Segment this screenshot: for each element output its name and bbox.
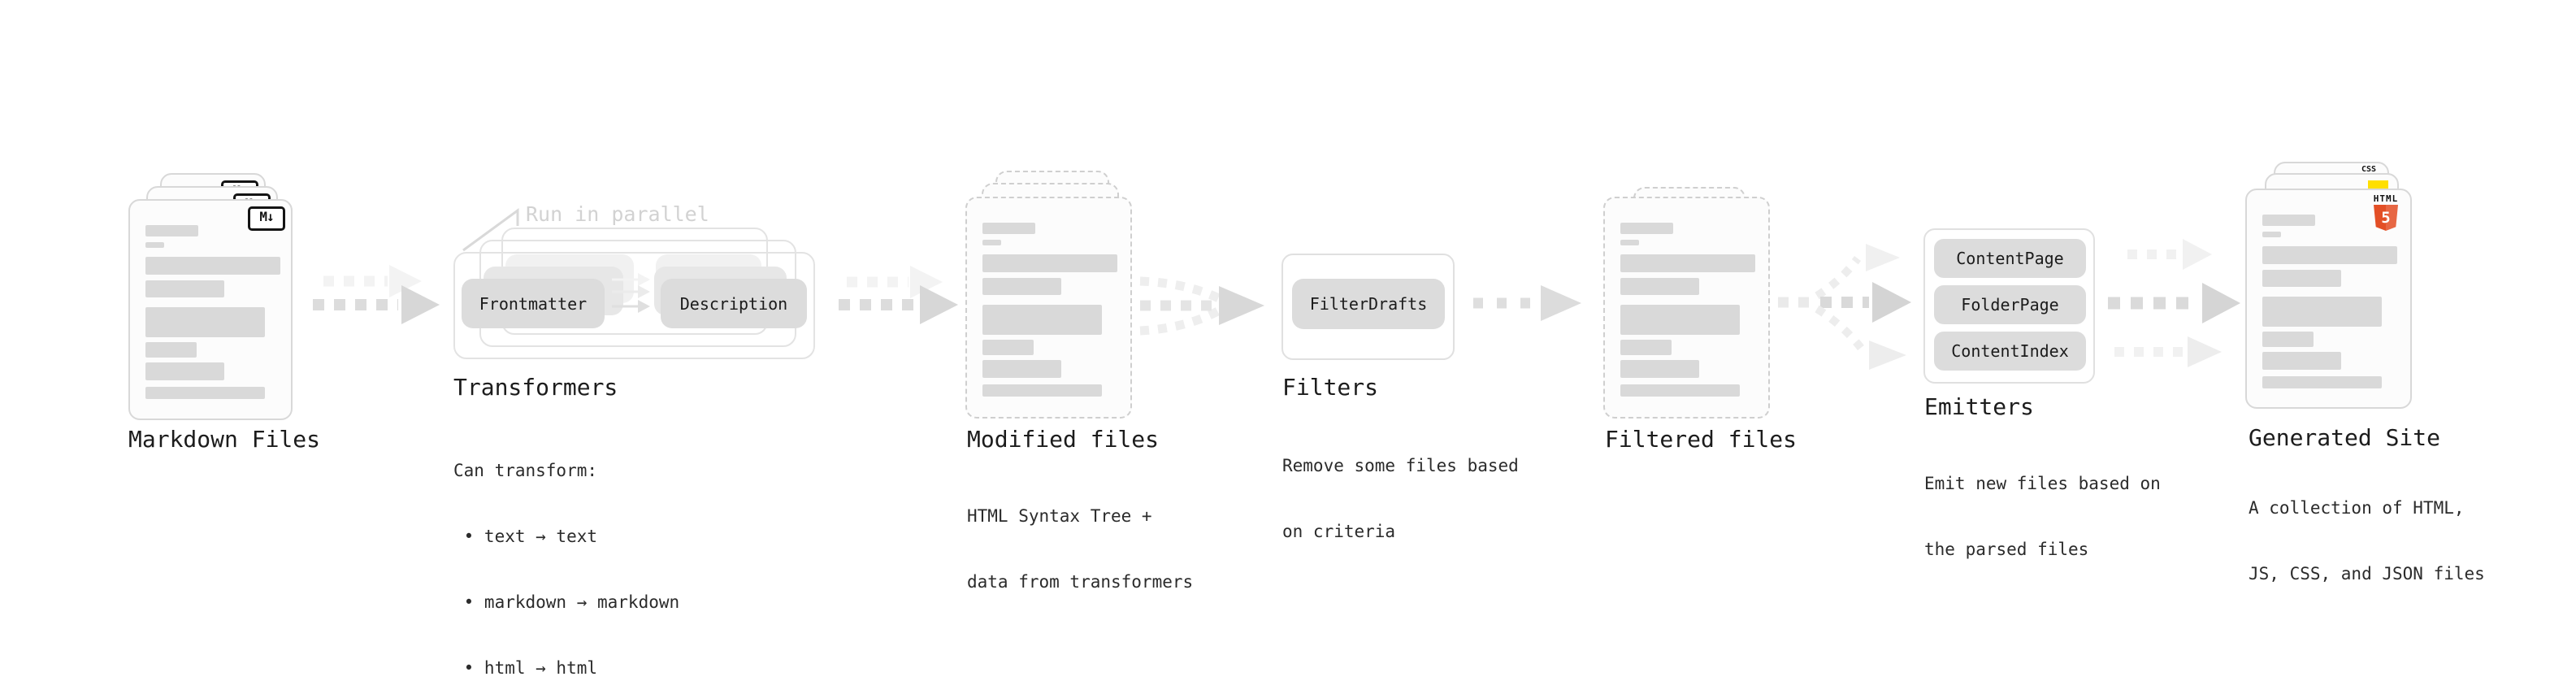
emitter-pill-contentindex: ContentIndex [1934,332,2086,371]
desc-line: JS, CSS, and JSON files [2249,564,2485,583]
desc-line: on criteria [1282,522,1396,541]
content-bar [145,342,197,358]
content-bar [2262,376,2382,388]
desc-line: data from transformers [967,572,1194,592]
content-bar [1620,384,1740,397]
transformers-description: Can transform: • text → text • markdown … [453,416,679,681]
markdown-file-card-front: M↓ [128,199,293,420]
emitter-pill-contentpage: ContentPage [1934,239,2086,278]
desc-line: HTML Syntax Tree + [967,506,1152,526]
content-bar [1620,223,1673,234]
run-in-parallel-note: Run in parallel [526,202,709,226]
content-bar [982,305,1102,335]
desc-line: Emit new files based on [1924,474,2161,493]
desc-line: Can transform: [453,461,598,480]
content-bar [2262,297,2382,327]
content-bar [145,225,198,236]
content-bar [145,387,265,399]
content-bar [1620,305,1740,335]
content-bar [145,307,265,337]
desc-line: A collection of HTML, [2249,498,2465,518]
stage-title-filtered-files: Filtered files [1605,426,1798,453]
filtered-file-card-front [1603,197,1770,419]
content-bar [982,360,1061,378]
desc-line: • text → text [453,527,598,546]
stage-title-generated-site: Generated Site [2249,424,2441,451]
content-bar [1620,254,1755,272]
content-bar [982,240,1001,245]
js-file-icon [2368,180,2388,191]
generated-file-card-html: HTML 5 [2245,189,2412,409]
desc-line: Remove some files based [1282,456,1519,475]
html5-icon-number: 5 [2381,209,2391,227]
content-bar [1620,278,1699,295]
content-bar [982,223,1035,234]
content-bar [2262,246,2397,264]
content-bar [982,254,1117,272]
desc-line: the parsed files [1924,540,2089,559]
content-bar [982,384,1102,397]
stage-title-modified-files: Modified files [967,426,1160,453]
desc-line: • markdown → markdown [453,592,680,612]
desc-line: • html → html [453,658,598,678]
emitters-description: Emit new files based on the parsed files [1924,429,2161,605]
filter-pill-filterdrafts: FilterDrafts [1292,279,1445,329]
markdown-icon: M↓ [248,206,285,231]
stage-title-filters: Filters [1282,374,1379,401]
stage-title-transformers: Transformers [453,374,618,401]
stage-title-markdown-files: Markdown Files [128,426,321,453]
content-bar [145,257,280,275]
content-bar [145,362,224,380]
generated-site-description: A collection of HTML, JS, CSS, and JSON … [2249,453,2485,629]
content-bar [982,278,1061,295]
emitter-pill-folderpage: FolderPage [1934,285,2086,324]
html5-icon-shield: 5 [2374,205,2398,231]
transformer-frame-front [453,252,815,359]
transformer-pill-description: Description [661,279,807,328]
content-bar [1620,360,1699,378]
content-bar [2262,215,2315,226]
content-bar [1620,340,1672,355]
html5-icon-word: HTML [2373,193,2399,204]
html5-icon: HTML 5 [2370,194,2401,231]
content-bar [145,242,164,248]
transformer-pill-frontmatter: Frontmatter [462,279,605,328]
content-bar [2262,270,2341,287]
content-bar [982,340,1034,355]
content-bar [2262,332,2314,347]
stage-title-emitters: Emitters [1924,393,2034,420]
modified-files-description: HTML Syntax Tree + data from transformer… [967,462,1193,637]
content-bar [1620,240,1639,245]
content-bar [2262,232,2281,237]
modified-file-card-front [965,197,1132,419]
filters-description: Remove some files based on criteria [1282,411,1519,587]
content-bar [2262,352,2341,370]
content-bar [145,280,224,297]
